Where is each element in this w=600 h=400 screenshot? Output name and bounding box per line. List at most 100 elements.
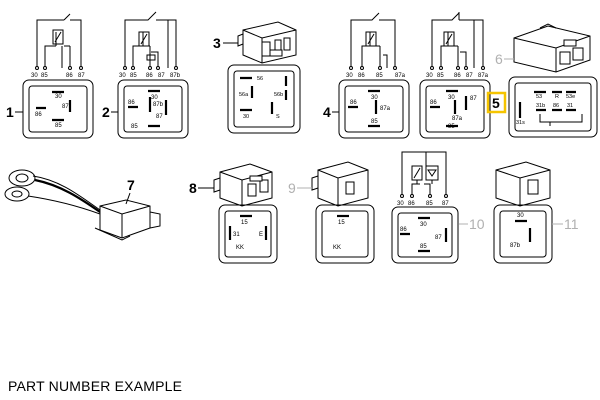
callout-9[interactable]: 9 (288, 180, 312, 196)
face-pin-31: 31 (233, 232, 240, 238)
face-pin-s: S (276, 114, 280, 120)
pin-label: 86 (358, 73, 365, 79)
face-pin-86: 86 (35, 112, 42, 118)
face-pin-87: 87 (435, 235, 442, 241)
face-pin-87: 87 (470, 96, 477, 102)
face-pin-31b: 31b (536, 103, 545, 109)
relay-9-face: 15 KK (315, 204, 375, 264)
face-pin-56a: 56a (239, 92, 249, 98)
face-pin-kk: KK (236, 245, 244, 251)
pin-label: 30 (346, 73, 353, 79)
face-pin-e: E (259, 232, 263, 238)
pin-label: 87a (395, 73, 406, 79)
face-pin-86: 86 (350, 100, 357, 106)
face-pin-30: 30 (517, 213, 524, 219)
face-pin-85: 85 (448, 124, 455, 130)
pin-label: 86 (66, 73, 73, 79)
face-pin-31: 31 (567, 103, 573, 109)
relay-5-schematic: 30 85 86 87 87a (426, 12, 489, 79)
pin-label: 87b (170, 73, 181, 79)
face-pin-86: 86 (400, 227, 407, 233)
svg-text:7: 7 (127, 177, 135, 193)
face-pin-15: 15 (338, 220, 345, 226)
pin-label: 87 (442, 201, 449, 207)
face-pin-87a: 87a (452, 116, 463, 122)
face-pin-87b: 87b (510, 243, 521, 249)
svg-text:5: 5 (492, 95, 500, 111)
pin-label: 30 (397, 201, 404, 207)
callout-2[interactable]: 2 (102, 104, 118, 120)
face-pin-31s: 31s (516, 120, 525, 126)
face-pin-30: 30 (55, 94, 62, 100)
callout-3[interactable]: 3 (213, 35, 238, 51)
callout-1[interactable]: 1 (6, 104, 23, 120)
pin-label: 87 (158, 73, 165, 79)
pin-label: 87 (466, 73, 473, 79)
relay-11-face: 30 87b (493, 204, 553, 264)
pin-label: 30 (426, 73, 433, 79)
callout-11[interactable]: 11 (552, 216, 579, 232)
pin-label: 30 (31, 73, 38, 79)
relay-1-schematic: 30 85 86 87 (31, 13, 85, 79)
pin-label: 86 (408, 201, 415, 207)
pin-label: 87a (478, 73, 489, 79)
face-pin-56b: 56b (274, 92, 283, 98)
pin-label: 86 (454, 73, 461, 79)
face-pin-87a: 87a (380, 106, 391, 112)
svg-text:4: 4 (323, 104, 331, 120)
face-pin-15: 15 (241, 220, 248, 226)
face-pin-85: 85 (371, 119, 378, 125)
svg-text:10: 10 (469, 216, 485, 232)
face-pin-86: 86 (430, 100, 437, 106)
relay-1-face: 30 87 86 85 (22, 79, 94, 139)
face-pin-30: 30 (243, 114, 249, 120)
relay-6-face: 53 R 53e 31b 86 31 31s (508, 76, 598, 138)
svg-text:1: 1 (6, 104, 14, 120)
svg-text:11: 11 (564, 216, 579, 232)
svg-text:2: 2 (102, 104, 110, 120)
face-pin-30: 30 (448, 95, 455, 101)
relay-9-illustration (311, 161, 369, 207)
relay-6-illustration (513, 23, 591, 73)
pin-label: 85 (437, 73, 444, 79)
relay-10-schematic: 30 86 85 87 (397, 151, 449, 207)
callout-6[interactable]: 6 (495, 51, 514, 67)
face-pin-53: 53 (536, 94, 542, 100)
face-pin-85: 85 (420, 244, 427, 250)
relay-3-illustration (237, 21, 297, 64)
relay-2-schematic: 30 85 86 87 87b (119, 11, 181, 79)
svg-text:9: 9 (288, 180, 296, 196)
face-pin-56: 56 (257, 76, 263, 82)
relay-7-harness-illustration (4, 169, 161, 241)
svg-text:8: 8 (189, 180, 197, 196)
callout-10[interactable]: 10 (459, 216, 485, 232)
callout-4[interactable]: 4 (323, 104, 339, 120)
pin-label: 30 (119, 73, 126, 79)
relay-11-illustration (495, 161, 551, 207)
relay-8-face: 15 31 E KK (218, 204, 278, 264)
face-pin-30: 30 (420, 222, 427, 228)
pin-label: 85 (130, 73, 137, 79)
face-pin-86: 86 (553, 103, 559, 109)
callout-5-highlighted[interactable]: 5 (486, 91, 507, 114)
face-pin-kk: KK (333, 245, 341, 251)
callout-7[interactable]: 7 (125, 177, 135, 205)
callout-8[interactable]: 8 (189, 180, 214, 196)
part-number-example-label: PART NUMBER EXAMPLE (8, 378, 183, 394)
face-pin-30: 30 (151, 95, 158, 101)
pin-label: 86 (146, 73, 153, 79)
face-pin-85: 85 (55, 123, 62, 129)
face-pin-r: R (555, 94, 559, 100)
relay-4-schematic: 30 86 85 87a (346, 12, 406, 79)
face-pin-53e: 53e (566, 94, 575, 100)
svg-text:3: 3 (213, 35, 221, 51)
svg-text:6: 6 (495, 51, 503, 67)
pin-label: 87 (78, 73, 85, 79)
face-pin-86: 86 (128, 100, 135, 106)
relay-3-face: 56 56a 56b 30 S (227, 64, 301, 134)
relay-8-illustration (213, 163, 273, 207)
face-pin-87: 87 (62, 104, 69, 110)
face-pin-87b: 87b (153, 102, 164, 108)
pin-label: 85 (376, 73, 383, 79)
relay-5-face: 30 86 87 87a 85 (419, 79, 491, 139)
